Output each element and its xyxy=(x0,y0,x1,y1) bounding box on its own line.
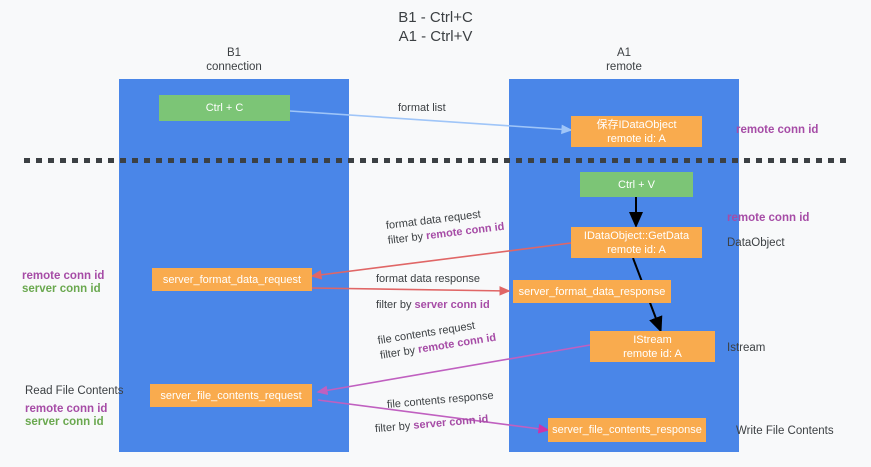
box-save-idataobject-id: remote id: A xyxy=(607,132,666,145)
annotation-left-server-conn-id-bottom: server conn id xyxy=(25,416,104,428)
filter-by-text: filter by xyxy=(374,419,414,436)
box-server-file-contents-request-label: server_file_contents_request xyxy=(160,389,302,402)
box-istream-id: remote id: A xyxy=(623,347,682,360)
filter-by-text: filter by xyxy=(387,230,427,247)
edge-label-format-list: format list xyxy=(398,102,446,114)
annotation-data-object: DataObject xyxy=(727,237,785,249)
box-istream[interactable]: IStream remote id: A xyxy=(590,331,715,362)
separator-dashed-line xyxy=(24,158,846,163)
box-idataobject-getdata-id: remote id: A xyxy=(607,243,666,256)
box-server-format-data-response-label: server_format_data_response xyxy=(518,285,666,298)
arrow-file-contents-response xyxy=(317,399,550,434)
annotation-remote-conn-id-mid: remote conn id xyxy=(727,212,810,224)
annotation-write-file-contents: Write File Contents xyxy=(736,425,834,437)
box-istream-label: IStream xyxy=(633,333,672,346)
arrow-file-contents-request xyxy=(316,344,591,396)
annotation-left-remote-conn-id-mid: remote conn id xyxy=(22,270,105,282)
box-server-format-data-request-label: server_format_data_request xyxy=(162,273,302,286)
box-server-file-contents-response-label: server_file_contents_response xyxy=(552,424,702,436)
box-ctrl-c-label: Ctrl + C xyxy=(205,102,244,114)
edge-label-format-data-response: format data response filter by server co… xyxy=(376,272,490,313)
box-server-format-data-response[interactable]: server_format_data_response xyxy=(513,280,671,303)
box-idataobject-getdata[interactable]: IDataObject::GetData remote id: A xyxy=(571,227,702,258)
annotation-read-file-contents: Read File Contents xyxy=(25,385,124,397)
edge-label-format-data-response-line2: filter by server conn id xyxy=(376,298,490,313)
box-server-file-contents-response[interactable]: server_file_contents_response xyxy=(548,418,706,442)
box-save-idataobject[interactable]: 保存IDataObject remote id: A xyxy=(571,116,702,147)
filter-by-text: filter by xyxy=(376,299,415,311)
box-save-idataobject-label: 保存IDataObject xyxy=(596,118,677,131)
keyword-server-conn-id: server conn id xyxy=(414,299,490,311)
diagram-title: B1 - Ctrl+C A1 - Ctrl+V xyxy=(398,9,473,45)
box-ctrl-v[interactable]: Ctrl + V xyxy=(580,172,693,197)
arrow-format-list xyxy=(274,109,573,135)
arrow-format-data-request xyxy=(310,242,572,280)
arrow-format-data-response xyxy=(311,286,511,296)
box-ctrl-v-label: Ctrl + V xyxy=(618,178,655,191)
column-header-b1: B1 connection xyxy=(206,47,262,73)
column-header-a1: A1 remote xyxy=(606,47,642,73)
annotation-istream: Istream xyxy=(727,342,766,354)
annotation-remote-conn-id-top: remote conn id xyxy=(736,124,819,136)
box-server-file-contents-request[interactable]: server_file_contents_request xyxy=(150,384,312,407)
annotation-left-remote-conn-id-bottom: remote conn id xyxy=(25,403,108,415)
box-server-format-data-request[interactable]: server_format_data_request xyxy=(152,268,312,291)
edge-label-format-data-response-line1: format data response xyxy=(376,273,480,285)
annotation-left-server-conn-id-mid: server conn id xyxy=(22,283,101,295)
box-ctrl-c[interactable]: Ctrl + C xyxy=(159,95,290,121)
box-idataobject-getdata-label: IDataObject::GetData xyxy=(583,229,690,242)
